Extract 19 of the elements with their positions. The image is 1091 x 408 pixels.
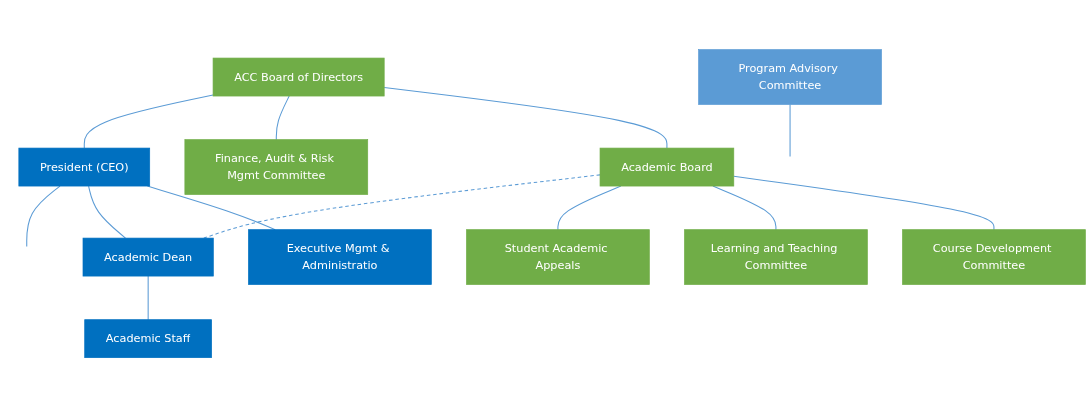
connector [789, 104, 791, 158]
connector [83, 94, 214, 149]
connector [88, 185, 127, 239]
connector [733, 176, 995, 231]
connector [147, 275, 149, 321]
connector [26, 185, 61, 248]
node-box: Executive Mgmt & Administratio [248, 229, 432, 286]
node-box: Learning and Teaching Committee [684, 229, 868, 286]
node-box: President (CEO) [18, 148, 151, 187]
node-box: Academic Dean [82, 238, 214, 277]
node-box: Academic Staff [84, 319, 212, 359]
connector [383, 87, 668, 149]
node-box: Finance, Audit & Risk Mgmt Committee [184, 139, 369, 196]
node-box: ACC Board of Directors [212, 58, 385, 97]
node-box: Course Development Committee [902, 229, 1086, 286]
node-box: Program Advisory Committee [698, 49, 882, 106]
node-box: Student Academic Appeals [466, 229, 650, 286]
node-box: Academic Board [599, 148, 735, 187]
connector [275, 95, 290, 141]
